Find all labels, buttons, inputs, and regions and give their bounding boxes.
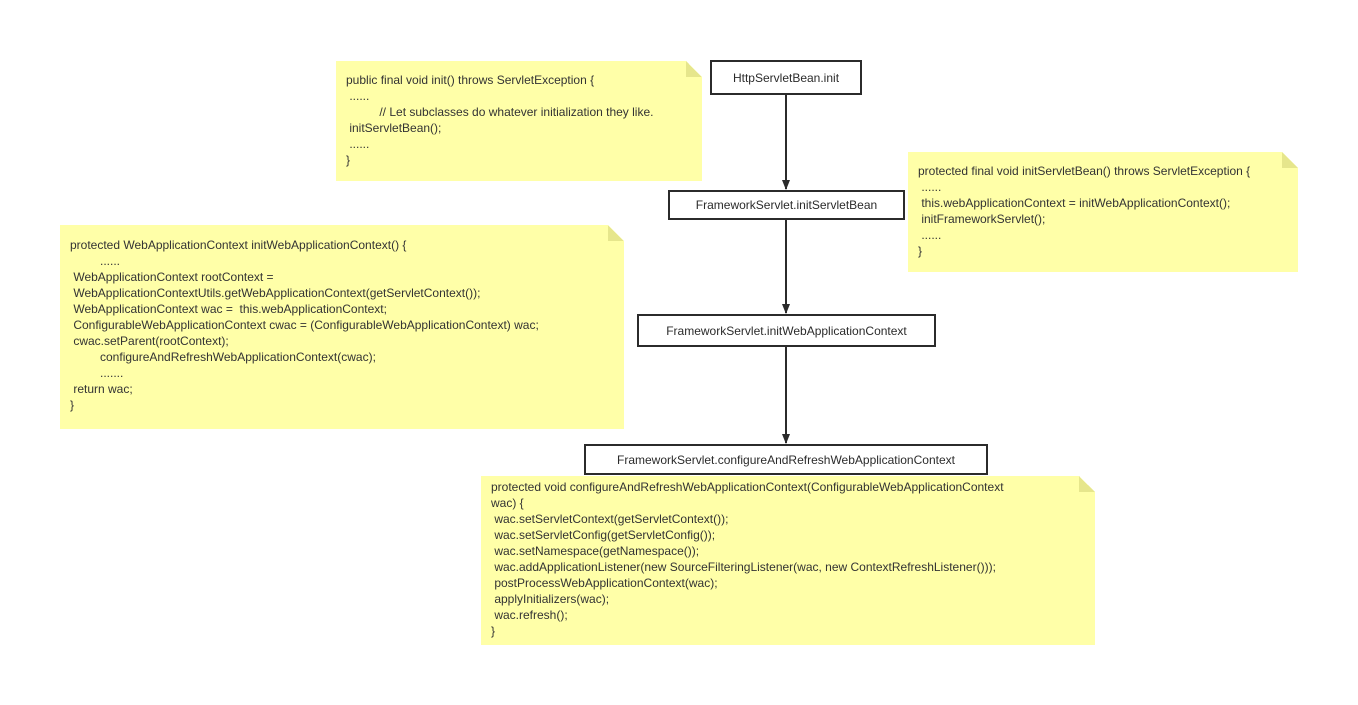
note-line: } (918, 244, 923, 258)
note-line: wac.setNamespace(getNamespace()); (491, 544, 700, 558)
note-line: ConfigurableWebApplicationContext cwac =… (70, 318, 539, 332)
note-line: protected final void initServletBean() t… (918, 164, 1251, 178)
note-line: WebApplicationContext wac = this.webAppl… (70, 302, 387, 316)
note-line: wac) { (491, 496, 524, 510)
note-line: return wac; (70, 382, 133, 396)
node-frameworkservlet-initwebapplicationcontext[interactable]: FrameworkServlet.initWebApplicationConte… (637, 314, 936, 347)
note-line: applyInitializers(wac); (491, 592, 610, 606)
node-label: FrameworkServlet.initWebApplicationConte… (666, 323, 907, 338)
note-line: // Let subclasses do whatever initializa… (346, 105, 654, 119)
node-frameworkservlet-initservletbean[interactable]: FrameworkServlet.initServletBean (668, 190, 905, 220)
note-line: cwac.setParent(rootContext); (70, 334, 229, 348)
note-configureandrefresh-code: protected void configureAndRefreshWebApp… (481, 476, 1095, 645)
note-line: protected void configureAndRefreshWebApp… (491, 480, 1004, 494)
note-line: wac.refresh(); (491, 608, 568, 622)
note-initwebapplicationcontext-code: protected WebApplicationContext initWebA… (60, 225, 624, 429)
node-label: FrameworkServlet.initServletBean (695, 198, 878, 212)
note-line: } (491, 624, 496, 638)
note-initservletbean-code: protected final void initServletBean() t… (908, 152, 1298, 272)
note-line: initFrameworkServlet(); (918, 212, 1046, 226)
note-line: ...... (918, 228, 942, 242)
node-label: FrameworkServlet.configureAndRefreshWebA… (617, 452, 955, 467)
note-line: ...... (346, 89, 370, 103)
note-line: wac.setServletConfig(getServletConfig())… (491, 528, 716, 542)
note-line: postProcessWebApplicationContext(wac); (491, 576, 718, 590)
note-line: WebApplicationContextUtils.getWebApplica… (70, 286, 481, 300)
note-line: WebApplicationContext rootContext = (70, 270, 274, 284)
note-line: } (70, 398, 75, 412)
note-line: wac.setServletContext(getServletContext(… (491, 512, 729, 526)
note-line: wac.addApplicationListener(new SourceFil… (491, 560, 996, 574)
note-line: initServletBean(); (346, 121, 442, 135)
note-line: ...... (346, 137, 370, 151)
note-line: configureAndRefreshWebApplicationContext… (70, 350, 376, 364)
node-label: HttpServletBean.init (732, 70, 840, 85)
note-line: ...... (70, 254, 121, 268)
note-line: public final void init() throws ServletE… (346, 73, 595, 87)
note-line: } (346, 153, 351, 167)
note-line: protected WebApplicationContext initWebA… (70, 238, 407, 252)
node-frameworkservlet-configureandrefresh[interactable]: FrameworkServlet.configureAndRefreshWebA… (584, 444, 988, 475)
node-httpservletbean-init[interactable]: HttpServletBean.init (710, 60, 862, 95)
note-line: ...... (918, 180, 942, 194)
note-line: ....... (70, 366, 124, 380)
note-line: this.webApplicationContext = initWebAppl… (918, 196, 1231, 210)
note-init-code: public final void init() throws ServletE… (336, 61, 702, 181)
